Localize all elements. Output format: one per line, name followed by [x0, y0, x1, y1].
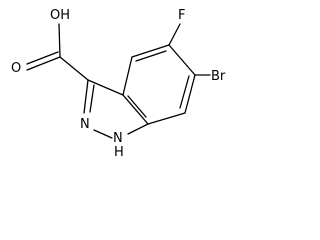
bond-c3a-c4: [122, 56, 133, 96]
bond-c6-c7-inner: [179, 75, 190, 109]
bond-c5-c6: [168, 44, 196, 76]
bond-c4-c5: [131, 44, 170, 58]
bond-group: [26, 23, 211, 139]
bond-c6-c7: [184, 74, 196, 114]
bond-c7-c7a: [147, 112, 186, 125]
bond-c3-n2: [83, 79, 89, 114]
atom-label-hydroxyl: OH: [50, 8, 70, 23]
bond-c5-f: [168, 23, 181, 46]
atom-label-ring-nh-nitrogen: N: [113, 131, 123, 146]
bond-c7a-c3a-inner: [127, 95, 147, 118]
bond-carboxyl-o-double-a: [26, 56, 61, 71]
atom-label-bromine: Br: [211, 69, 226, 84]
bond-carboxyl-o-double-b: [26, 51, 59, 65]
chemical-structure: OH O F Br N N H: [11, 8, 226, 160]
atom-labels: OH O F Br N N H: [11, 8, 226, 160]
atom-label-carbonyl-oxygen: O: [11, 61, 21, 76]
bond-c3a-c3: [87, 79, 124, 96]
bond-c7a-c3a: [122, 94, 149, 125]
bond-c3-carboxyl: [59, 56, 89, 81]
atom-label-ring-nh-hydrogen: H: [114, 145, 124, 160]
bond-n1-c7a: [127, 123, 149, 135]
bond-c3-n2-inner: [89, 84, 95, 113]
bond-n2-n1: [93, 129, 113, 139]
atom-label-ring-nitrogen: N: [80, 117, 90, 132]
atom-label-fluorine: F: [178, 8, 185, 23]
bond-c4-c5-inner: [135, 50, 167, 62]
bond-carboxyl-oh: [58, 23, 61, 58]
